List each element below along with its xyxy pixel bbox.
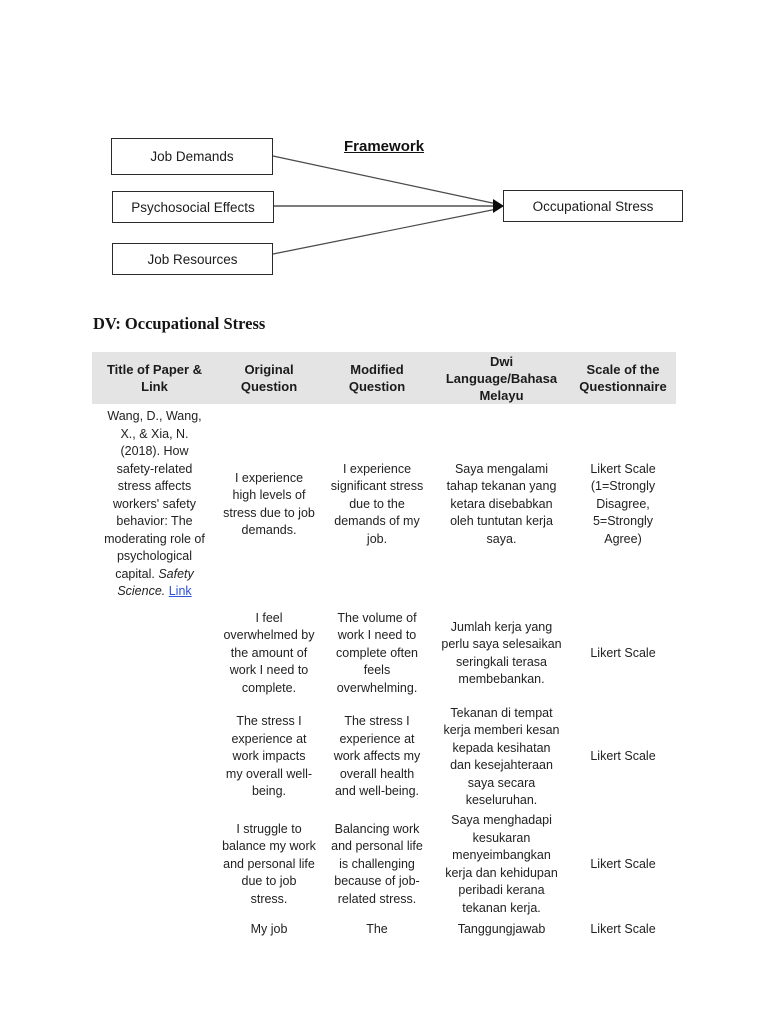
malay-translation-cell: Tekanan di tempat kerja memberi kesan ke… [443,705,560,808]
original-question-cell: The stress I experience at work impacts … [225,714,313,799]
malay-translation-cell: Saya menghadapi kesukaran menyeimbangkan… [445,813,558,915]
modified-question-cell: The [366,922,388,937]
paper-citation-cell: Wang, D., Wang, X., & Xia, N. (2018). Ho… [92,404,217,605]
col-header-dwi-language: Dwi Language/Bahasa Melayu [433,352,570,404]
malay-translation-cell: Tanggungjawab [457,922,546,937]
original-question-cell: I feel overwhelmed by the amount of work… [223,610,315,695]
paper-link[interactable]: Link [168,584,192,599]
scale-cell: Likert Scale [590,749,656,764]
table-row: I struggle to balance my work and person… [92,812,676,917]
empty-cell [92,605,217,702]
modified-question-cell: The stress I experience at work affects … [333,714,421,799]
node-psychosocial-effects: Psychosocial Effects [112,191,274,223]
connector-lines [272,155,504,255]
diagram-title: Framework [344,138,425,155]
table-row: I feel overwhelmed by the amount of work… [92,605,676,702]
section-heading: DV: Occupational Stress [93,314,266,333]
table-header-row: Title of Paper & Link Original Question … [92,352,676,404]
malay-translation-cell: Jumlah kerja yang perlu saya selesaikan … [441,619,562,687]
col-header-original: Original Question [217,352,321,404]
modified-question-cell: The volume of work I need to complete of… [336,610,418,695]
original-question-cell: I experience high levels of stress due t… [223,470,315,538]
empty-cell [92,702,217,812]
journal-name: Safety Science. [117,566,194,599]
scale-cell: Likert Scale (1=Strongly Disagree, 5=Str… [590,461,656,546]
scale-cell: Likert Scale [590,856,656,871]
malay-translation-cell: Saya mengalami tahap tekanan yang ketara… [446,461,557,546]
questionnaire-table: Title of Paper & Link Original Question … [92,352,676,943]
node-job-demands: Job Demands [111,138,273,175]
table-row: My job The Tanggungjawab Likert Scale [92,917,676,943]
empty-cell [92,812,217,917]
framework-diagram: Framework Job Demands Psychosocial Effec… [0,0,768,310]
modified-question-cell: Balancing work and personal life is chal… [331,821,423,906]
col-header-modified: Modified Question [321,352,433,404]
node-job-resources: Job Resources [112,243,273,275]
scale-cell: Likert Scale [590,922,656,937]
modified-question-cell: I experience significant stress due to t… [330,461,424,546]
table-row: Wang, D., Wang, X., & Xia, N. (2018). Ho… [92,404,676,605]
empty-cell [92,917,217,943]
table-row: The stress I experience at work impacts … [92,702,676,812]
col-header-title-link: Title of Paper & Link [92,352,217,404]
col-header-scale: Scale of the Questionnaire [570,352,676,404]
scale-cell: Likert Scale [590,645,656,660]
citation-text: Wang, D., Wang, X., & Xia, N. (2018). Ho… [104,409,205,581]
original-question-cell: My job [250,922,288,937]
original-question-cell: I struggle to balance my work and person… [222,821,316,906]
node-occupational-stress: Occupational Stress [503,190,683,222]
arrowhead-icon [493,199,504,213]
